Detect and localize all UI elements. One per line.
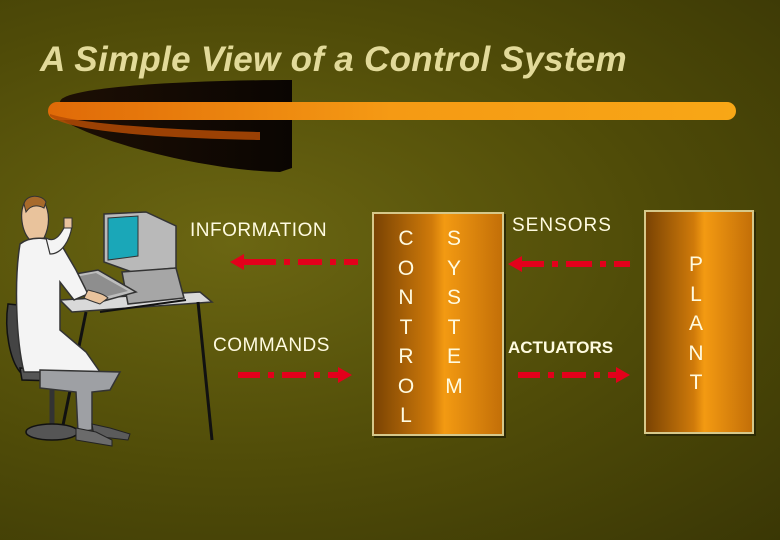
information-label: INFORMATION	[190, 220, 328, 241]
actuators-label: ACTUATORS	[508, 338, 614, 357]
system-letter: S	[446, 286, 461, 309]
computer-monitor-icon	[103, 211, 185, 305]
plant-letter: N	[688, 341, 704, 365]
commands-arrow	[238, 367, 352, 383]
control-letter: N	[398, 286, 414, 309]
system-letter: E	[446, 345, 461, 368]
sensors-label: SENSORS	[512, 215, 612, 236]
system-letter: T	[447, 315, 461, 339]
system-letter: Y	[446, 256, 461, 280]
control-letter: C	[398, 227, 414, 250]
control-letter: R	[398, 345, 414, 368]
commands-label: COMMANDS	[213, 335, 330, 356]
person-icon	[15, 195, 131, 447]
control-letter: O	[397, 374, 415, 398]
sensors-arrow	[508, 256, 630, 272]
system-letter: S	[446, 227, 461, 250]
system-letter: M	[445, 374, 463, 398]
plant-letter: A	[688, 312, 703, 335]
plant-letter: T	[689, 371, 703, 394]
control-letter: O	[397, 256, 415, 280]
slide-title: A Simple View of a Control System	[40, 40, 627, 79]
control-letter: T	[399, 315, 413, 339]
plant-letter: L	[690, 282, 702, 306]
control-letter: L	[400, 404, 412, 427]
plant-letter: P	[688, 253, 703, 276]
actuators-arrow	[518, 367, 630, 383]
information-arrow	[230, 254, 358, 270]
